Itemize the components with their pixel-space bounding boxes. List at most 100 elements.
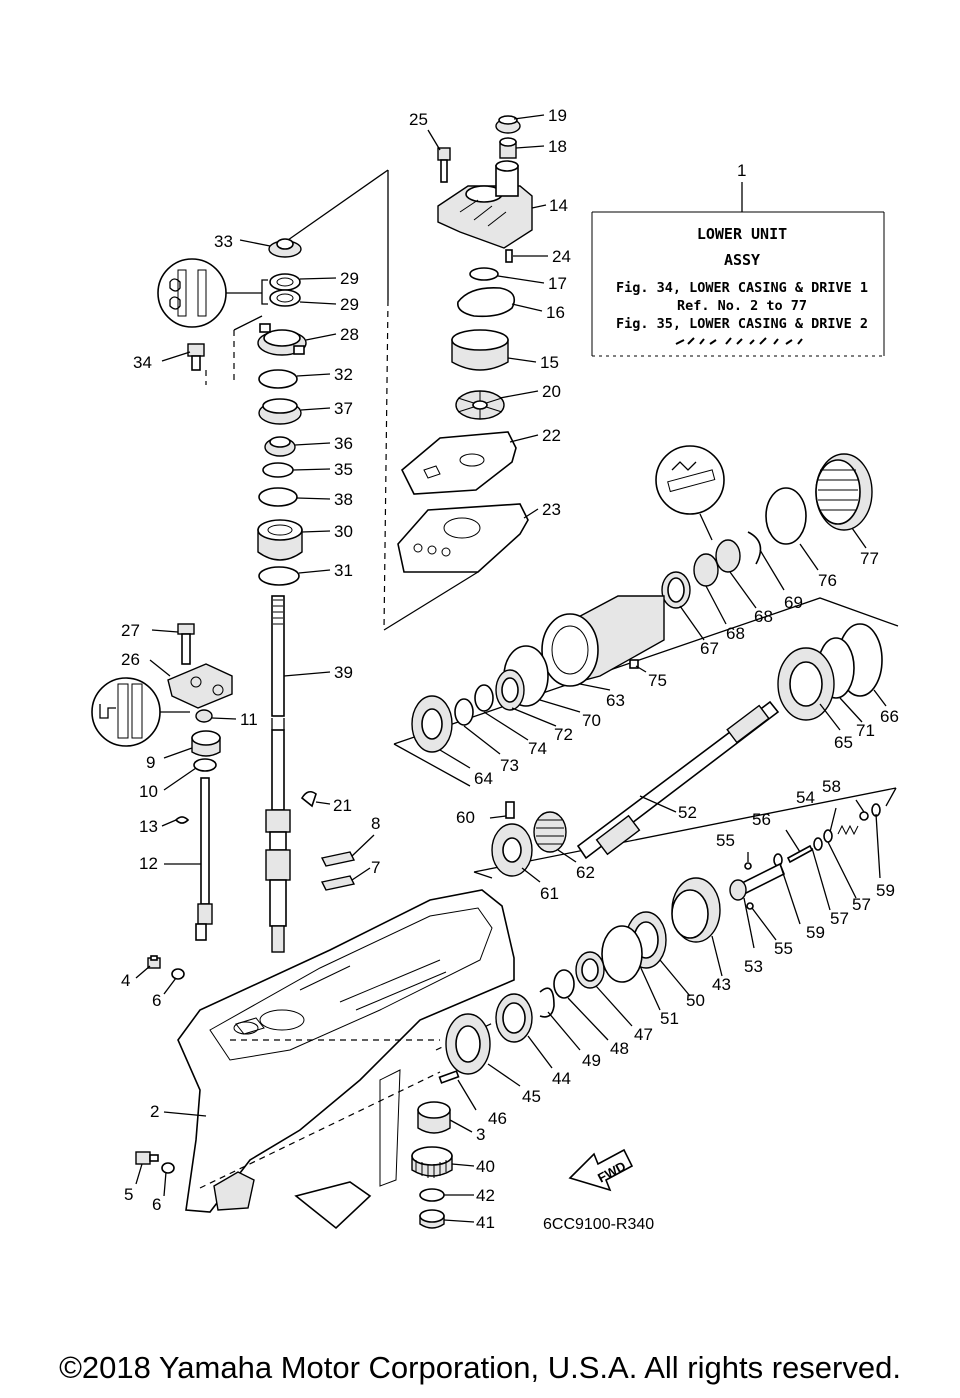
part-7-shim <box>320 875 356 891</box>
callout-60: 60 <box>456 808 475 827</box>
callout-22: 22 <box>542 426 561 445</box>
callout-50: 50 <box>686 991 705 1010</box>
callout-17: 17 <box>548 274 567 293</box>
part-58-ball <box>859 811 869 821</box>
part-57-washer-a <box>813 837 823 851</box>
callout-62: 62 <box>576 863 595 882</box>
part-46-pin <box>438 1070 460 1084</box>
part-36-race <box>264 436 296 457</box>
part-55-ball-b <box>746 902 754 910</box>
callout-52: 52 <box>678 803 697 822</box>
part-52-propeller-shaft <box>576 700 780 860</box>
callout-73: 73 <box>500 756 519 775</box>
part-14-pump-housing <box>437 160 533 249</box>
part-72-bearing <box>495 669 525 711</box>
part-68-seal-b <box>693 553 719 587</box>
part-9-rod-holder <box>191 730 221 757</box>
callout-59b: 59 <box>876 881 895 900</box>
part-73-shim <box>454 698 474 726</box>
callout-74: 74 <box>528 739 547 758</box>
callout-27: 27 <box>121 621 140 640</box>
exploded-parts-diagram: 1 LOWER UNIT ASSY Fig. 34, LOWER CASING … <box>91 106 899 1233</box>
propeller-shaft-group <box>393 445 899 1084</box>
shift-rod-group <box>91 623 356 941</box>
callout-40: 40 <box>476 1157 495 1176</box>
part-54-spring <box>837 824 859 836</box>
part-69-circlip <box>747 531 762 565</box>
water-pump-group <box>397 115 533 573</box>
part-57-washer-b <box>823 829 833 843</box>
callout-48: 48 <box>610 1039 629 1058</box>
callout-68a: 68 <box>726 624 745 643</box>
part-37-bearing <box>258 398 302 425</box>
box-line-3: Fig. 34, LOWER CASING & DRIVE 1 <box>616 280 868 296</box>
callout-57a: 57 <box>830 909 849 928</box>
callout-2: 2 <box>150 1102 159 1121</box>
part-55-ball-a <box>744 862 752 870</box>
callout-26: 26 <box>121 650 140 669</box>
callout-68b: 68 <box>754 607 773 626</box>
callout-29b: 29 <box>340 295 359 314</box>
part-49-circlip <box>539 987 555 1018</box>
callout-71: 71 <box>856 721 875 740</box>
diagram-code: 6CC9100-R340 <box>543 1216 654 1233</box>
callout-13: 13 <box>139 817 158 836</box>
part-31-o-ring <box>258 566 300 586</box>
callout-18: 18 <box>548 137 567 156</box>
part-8-shim <box>320 851 356 867</box>
callout-56: 56 <box>752 810 771 829</box>
callout-45: 45 <box>522 1087 541 1106</box>
callout-76: 76 <box>818 571 837 590</box>
callout-61: 61 <box>540 884 559 903</box>
callout-63: 63 <box>606 691 625 710</box>
part-10-o-ring <box>193 758 217 772</box>
callout-37: 37 <box>334 399 353 418</box>
part-6-washer-bottom <box>161 1162 175 1174</box>
callout-46: 46 <box>488 1109 507 1128</box>
callout-14: 14 <box>549 196 568 215</box>
part-16-gasket <box>457 286 516 318</box>
callout-21: 21 <box>333 796 352 815</box>
callout-42: 42 <box>476 1186 495 1205</box>
part-64-ball-bearing <box>411 695 453 753</box>
part-4-bolt <box>147 955 161 969</box>
part-39-drive-shaft <box>265 595 291 953</box>
callout-6a: 6 <box>152 991 161 1010</box>
callout-7: 7 <box>371 858 380 877</box>
callout-66: 66 <box>880 707 899 726</box>
leader-lines <box>135 114 887 1223</box>
callout-47: 47 <box>634 1025 653 1044</box>
part-51-shim <box>601 925 643 983</box>
callout-51: 51 <box>660 1009 679 1028</box>
part-77-sleeve <box>815 453 873 531</box>
inset-detail-seal <box>157 258 262 328</box>
part-11-seal <box>195 709 213 723</box>
part-32-o-ring <box>258 369 298 389</box>
callout-34: 34 <box>133 353 152 372</box>
part-48-washer <box>553 969 575 999</box>
part-5-bolt <box>135 1151 159 1165</box>
box-line-2: ASSY <box>724 251 760 269</box>
part-23-gasket <box>397 503 529 573</box>
part-30-bearing <box>257 519 303 561</box>
callout-4: 4 <box>121 971 130 990</box>
part-21-key <box>300 790 317 808</box>
callout-55a: 55 <box>716 831 735 850</box>
callout-72: 72 <box>554 725 573 744</box>
part-45-bearing-housing <box>445 1013 491 1075</box>
part-33-grommet <box>268 238 302 258</box>
part-2-lower-casing <box>177 889 521 1230</box>
part-38-ring <box>258 487 298 507</box>
part-41-nut <box>419 1209 445 1229</box>
callout-38: 38 <box>334 490 353 509</box>
callout-19: 19 <box>548 106 567 125</box>
inset-detail-shift <box>91 677 190 747</box>
part-62-spring <box>533 811 567 853</box>
part-13-clip <box>174 816 190 824</box>
part-44-bearing <box>495 993 533 1043</box>
callout-75: 75 <box>648 671 667 690</box>
callout-43: 43 <box>712 975 731 994</box>
callout-23: 23 <box>542 500 561 519</box>
callout-28: 28 <box>340 325 359 344</box>
part-35-shim <box>262 462 294 478</box>
